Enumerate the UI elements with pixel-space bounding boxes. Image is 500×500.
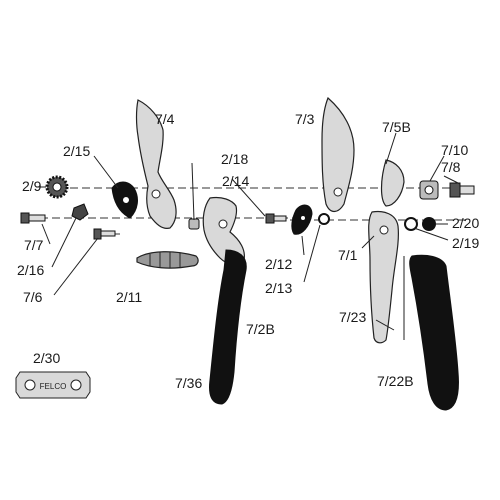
label-2-16: 2/16 [17, 262, 45, 278]
label-7-8: 7/8 [441, 159, 461, 175]
label-2-20: 2/20 [452, 215, 480, 231]
pivot-hole [151, 189, 161, 199]
label-7-7: 7/7 [24, 237, 44, 253]
label-2-13: 2/13 [265, 280, 293, 296]
label-7-4: 7/4 [155, 111, 175, 127]
ring-part-2-13 [318, 213, 330, 225]
washer-part-2-18 [188, 218, 200, 230]
tool-stamp-text: FELCO [40, 382, 67, 391]
label-7-2b: 7/2B [246, 321, 275, 337]
label-2-15: 2/15 [63, 143, 91, 159]
label-2-30: 2/30 [33, 350, 61, 366]
small-nut-part [71, 203, 89, 221]
right-grip-part [409, 254, 459, 411]
label-7-3: 7/3 [295, 111, 315, 127]
right-blade-part [321, 96, 355, 213]
label-7-5b: 7/5B [382, 119, 411, 135]
blade-part [135, 99, 177, 229]
nut-part-2-20 [422, 217, 436, 231]
label-7-1: 7/1 [338, 247, 358, 263]
right-handle-body-part [368, 210, 399, 344]
screw-part-2-14 [265, 213, 287, 224]
spring-part [136, 251, 199, 269]
label-2-11: 2/11 [116, 289, 143, 305]
label-7-36: 7/36 [175, 375, 203, 391]
label-7-23: 7/23 [339, 309, 367, 325]
part-7-5b [380, 159, 405, 207]
handle-grip-part [209, 249, 247, 405]
label-2-12: 2/12 [265, 256, 293, 272]
label-7-6: 7/6 [23, 289, 43, 305]
plate-hole [123, 197, 129, 203]
screw-part-7-6 [93, 228, 116, 240]
wrench-part-2-30: FELCO [15, 371, 91, 399]
label-2-19: 2/19 [452, 235, 480, 251]
leader-lines [36, 132, 461, 331]
gear-part [45, 175, 69, 199]
label-2-9: 2/9 [22, 178, 42, 194]
label-2-18: 2/18 [221, 151, 249, 167]
label-7-10: 7/10 [441, 142, 469, 158]
label-2-14: 2/14 [222, 173, 250, 189]
washer-part-2-19 [404, 217, 418, 231]
screw-part-7-7 [20, 212, 46, 224]
label-7-22b: 7/22B [377, 373, 414, 389]
bolt-part-7-8 [449, 182, 475, 198]
